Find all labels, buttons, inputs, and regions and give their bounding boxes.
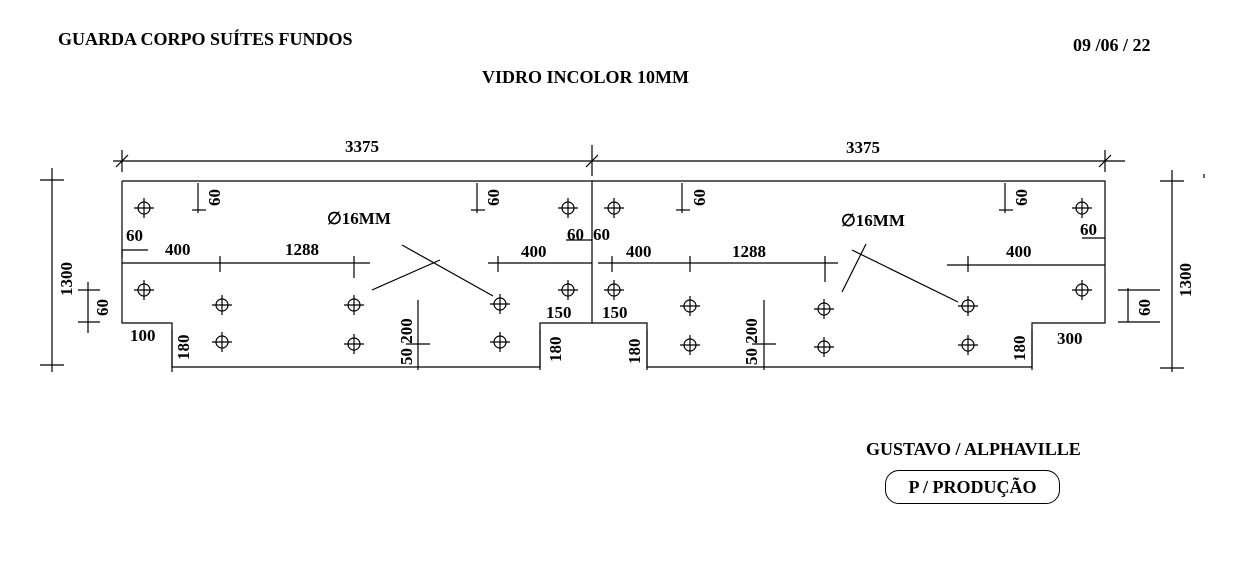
dim-right-50-200: 50 200 <box>742 318 761 365</box>
hole-marker <box>558 280 578 300</box>
hole-marker <box>490 294 510 314</box>
dim-right-150: 150 <box>602 303 628 322</box>
dim-left-100: 100 <box>130 326 156 345</box>
dim-left-400b: 400 <box>521 242 547 261</box>
dim-width-left: 3375 <box>345 137 379 156</box>
hole-marker <box>134 280 154 300</box>
hole-marker <box>814 337 834 357</box>
hole-marker <box>680 296 700 316</box>
dim-edge-left-60: 60 <box>126 226 143 245</box>
dim-top-left-b: 60 <box>484 189 503 206</box>
dim-left-400: 400 <box>165 240 191 259</box>
drawing-date: 09 /06 / 22 <box>1073 35 1151 55</box>
hole-marker <box>344 334 364 354</box>
client-label: GUSTAVO / ALPHAVILLE <box>866 439 1081 459</box>
dim-side-right-60: 60 <box>1135 299 1154 316</box>
dim-left-180: 180 <box>174 335 193 361</box>
dim-right-180b: 180 <box>1010 336 1029 362</box>
hole-marker <box>958 296 978 316</box>
hole-marker <box>558 198 578 218</box>
production-stamp: P / PRODUÇÃO <box>885 470 1060 504</box>
hole-diameter-label-right: ∅16MM <box>841 211 905 230</box>
dim-right-400b: 400 <box>1006 242 1032 261</box>
drawing-subtitle: VIDRO INCOLOR 10MM <box>482 67 689 87</box>
dim-edge-right-60: 60 <box>1080 220 1097 239</box>
hole-marker <box>814 299 834 319</box>
dim-left-180b: 180 <box>546 337 565 363</box>
hole-marker <box>958 335 978 355</box>
dim-center-left-60: 60 <box>567 225 584 244</box>
drawing-title: GUARDA CORPO SUÍTES FUNDOS <box>58 29 353 49</box>
dim-right-180: 180 <box>625 339 644 365</box>
dim-height-left: 1300 <box>57 262 76 296</box>
hole-marker <box>1072 280 1092 300</box>
dim-left-50-200: 50 200 <box>397 318 416 365</box>
dim-center-right-60: 60 <box>593 225 610 244</box>
dim-width-right: 3375 <box>846 138 880 157</box>
hole-diameter-label-left: ∅16MM <box>327 209 391 228</box>
dim-left-1288: 1288 <box>285 240 319 259</box>
hole-marker <box>680 335 700 355</box>
dim-top-mid-b: 60 <box>1012 189 1031 206</box>
hole-marker <box>604 198 624 218</box>
dim-right-1288: 1288 <box>732 242 766 261</box>
dim-top-mid-a: 60 <box>690 189 709 206</box>
hole-marker <box>212 332 232 352</box>
dim-height-right: 1300 <box>1176 263 1195 297</box>
hole-marker <box>604 280 624 300</box>
hole-marker <box>490 332 510 352</box>
dim-right-400: 400 <box>626 242 652 261</box>
mounting-holes <box>134 198 1092 357</box>
dim-left-150: 150 <box>546 303 572 322</box>
dim-side-left-60: 60 <box>93 299 112 316</box>
hole-marker <box>344 295 364 315</box>
hole-marker <box>1072 198 1092 218</box>
hole-marker <box>212 295 232 315</box>
hole-marker <box>134 198 154 218</box>
dim-top-left-a: 60 <box>205 189 224 206</box>
dim-right-300: 300 <box>1057 329 1083 348</box>
